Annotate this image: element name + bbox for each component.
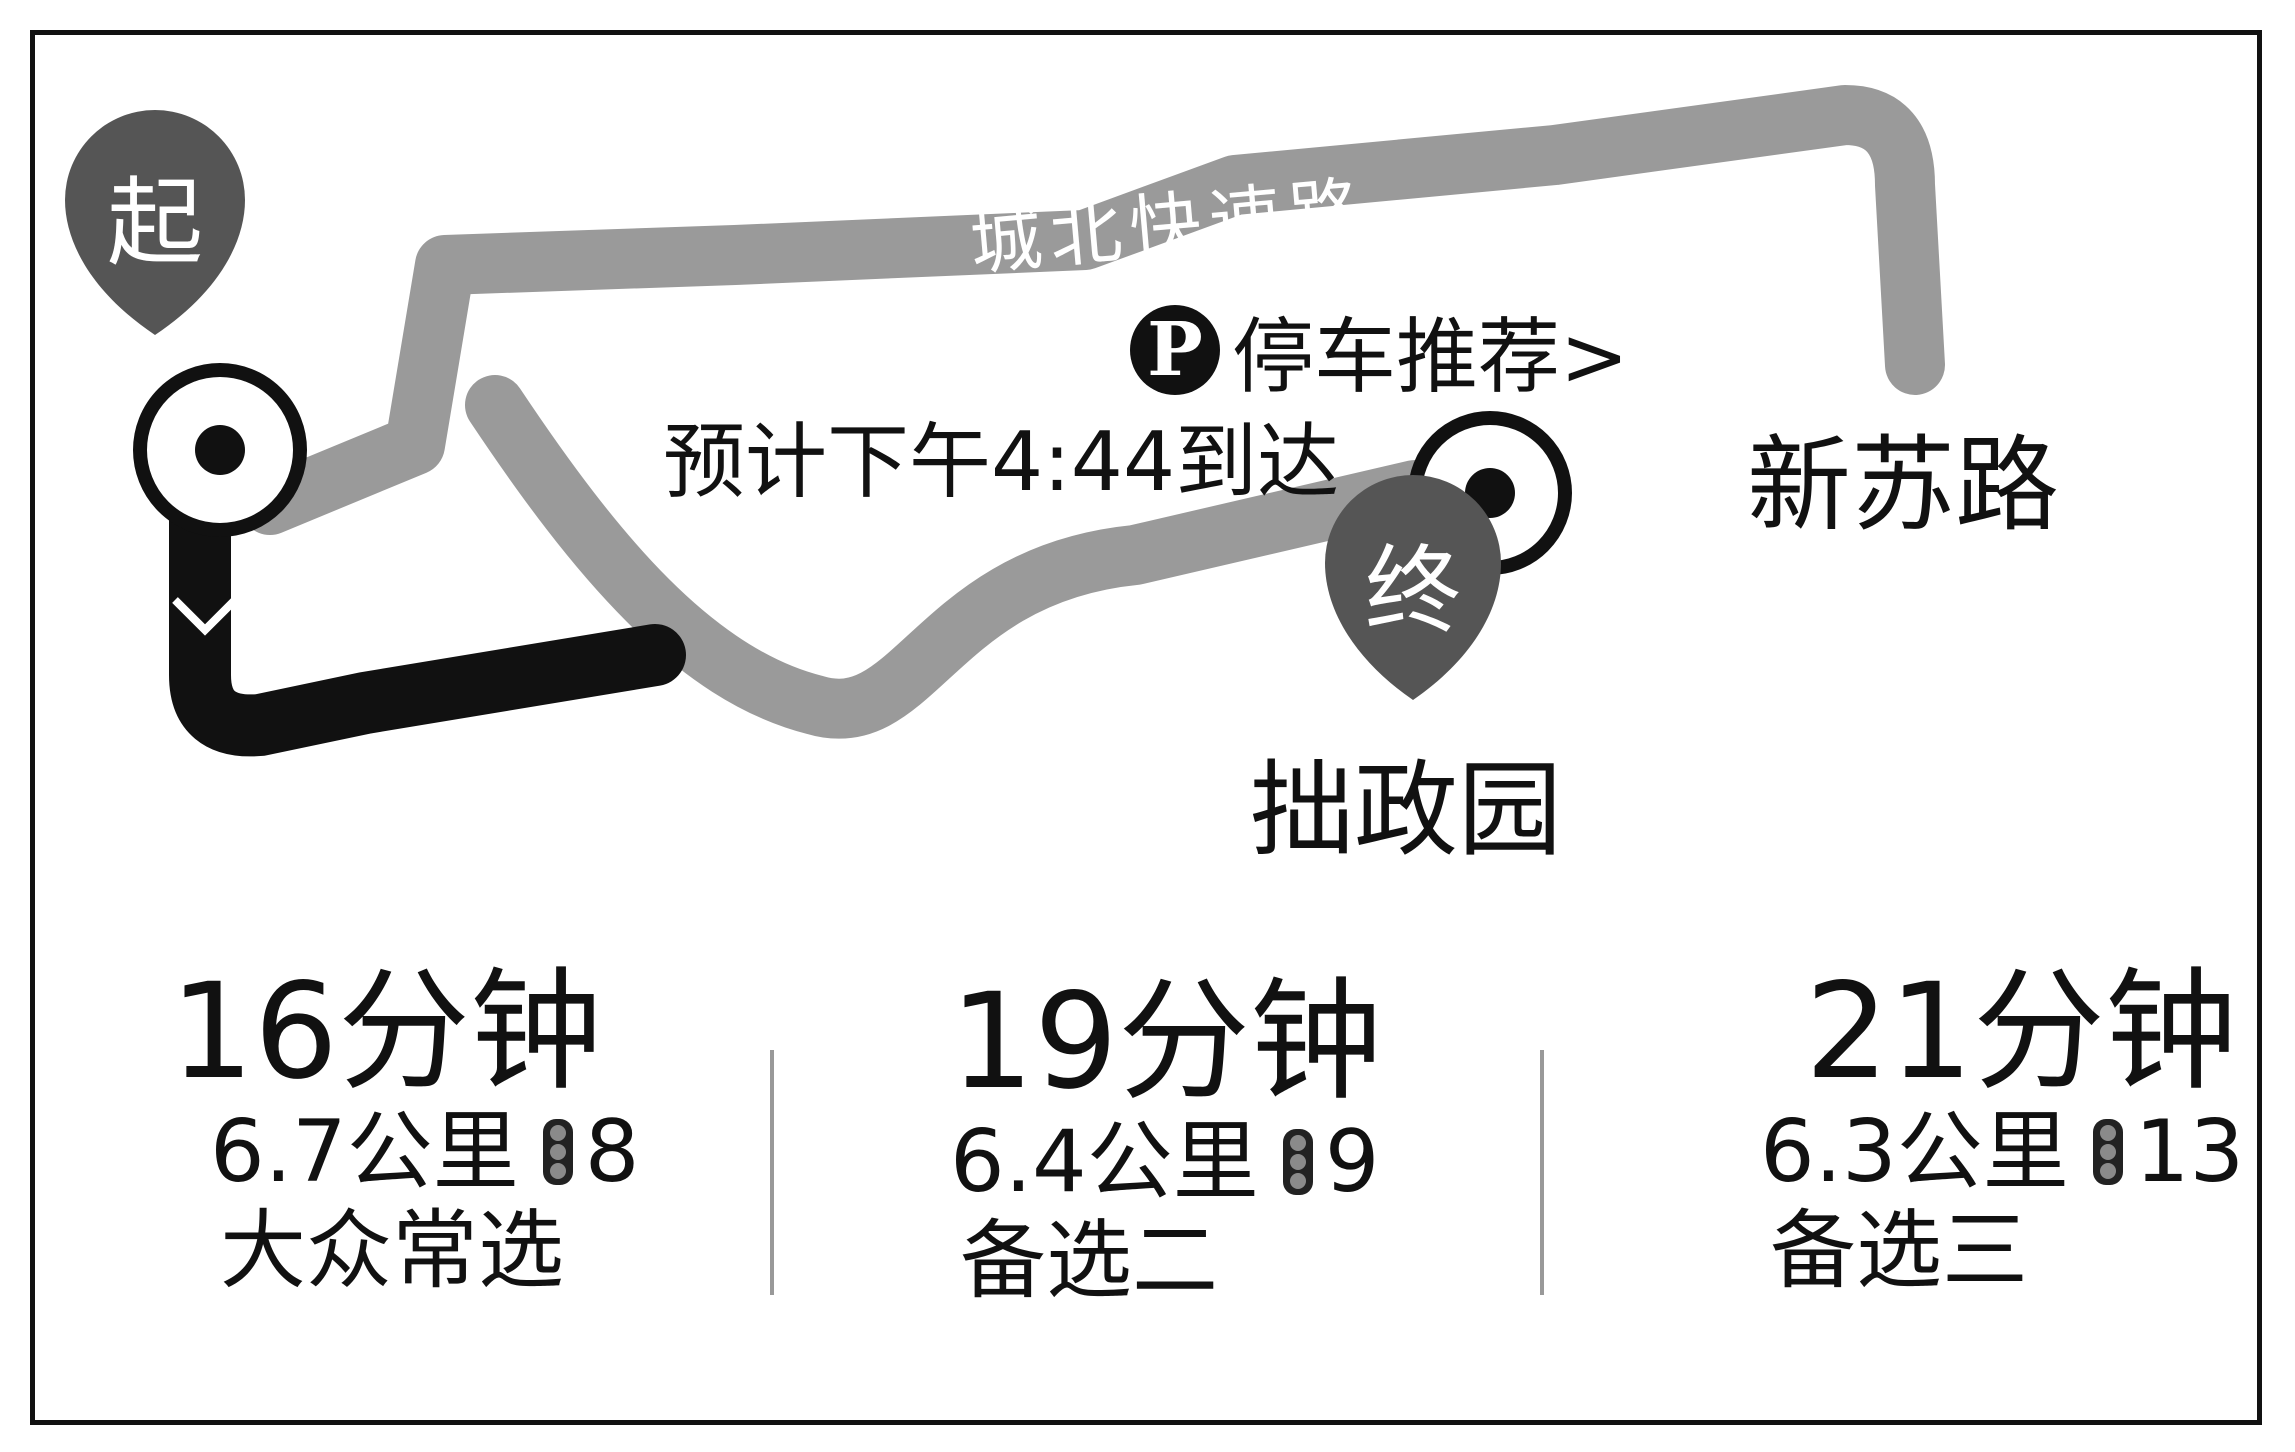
route-distance: 6.7公里	[210, 1102, 519, 1203]
route-label: 备选二	[960, 1210, 1218, 1311]
parking-recommend-button[interactable]: P 停车推荐>	[1130, 290, 1629, 409]
alt-route-expressway[interactable]	[240, 85, 1945, 535]
route-distance: 6.4公里	[950, 1112, 1259, 1213]
alt-route-middle[interactable]	[465, 375, 1445, 739]
selected-route[interactable]	[169, 474, 686, 757]
traffic-light-count: 8	[584, 1102, 640, 1203]
end-pin-icon[interactable]	[1325, 475, 1501, 700]
traffic-light-icon	[1282, 1129, 1313, 1196]
route-time: 19分钟	[950, 965, 1382, 1119]
route-option-1[interactable]: 16分钟 6.7公里 8 大众常选	[170, 955, 640, 1303]
direction-chevron-icon	[172, 597, 238, 636]
route-divider	[1540, 1050, 1544, 1295]
traffic-light-count: 13	[2134, 1102, 2245, 1203]
route-divider	[770, 1050, 774, 1295]
route-meta: 6.7公里 8	[210, 1105, 640, 1200]
route-label: 大众常选	[220, 1200, 564, 1301]
traffic-light-icon	[2092, 1119, 2123, 1186]
start-pin-icon[interactable]	[65, 110, 245, 335]
road-label: 新苏路	[1747, 424, 2060, 546]
traffic-light-icon	[542, 1119, 573, 1186]
route-distance: 6.3公里	[1760, 1102, 2069, 1203]
parking-icon: P	[1130, 304, 1220, 395]
route-option-3[interactable]: 21分钟 6.3公里 13 备选三	[1735, 955, 2244, 1303]
traffic-light-count: 9	[1324, 1112, 1380, 1213]
route-meta: 6.3公里 13	[1760, 1105, 2244, 1200]
route-meta: 6.4公里 9	[950, 1115, 1382, 1210]
route-time: 16分钟	[170, 955, 602, 1109]
start-point-icon[interactable]	[133, 363, 307, 537]
map-card: 起 终 城北快速路 P 停车推荐> 预计下午4:44到达 新苏路 拙政园 16分…	[30, 30, 2262, 1425]
route-label: 备选三	[1770, 1200, 2028, 1301]
end-marker-label: 终	[1365, 535, 1461, 647]
eta-label: 预计下午4:44到达	[663, 415, 1340, 510]
route-option-2[interactable]: 19分钟 6.4公里 9 备选二	[950, 965, 1382, 1313]
route-time: 21分钟	[1805, 955, 2237, 1109]
start-marker-label: 起	[107, 167, 203, 279]
destination-label: 拙政园	[1250, 749, 1563, 871]
parking-recommend-label: 停车推荐>	[1232, 310, 1629, 405]
route-map[interactable]	[35, 35, 2257, 1420]
